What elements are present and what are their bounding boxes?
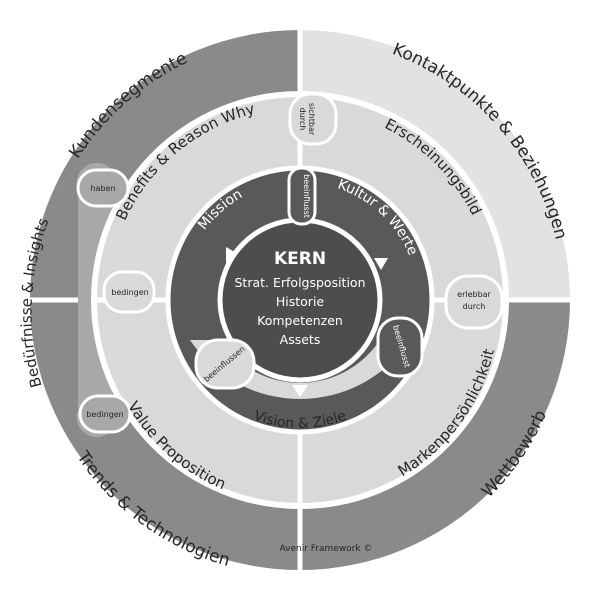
- connector-haben-label: haben: [90, 184, 115, 193]
- arrow-vision-to-core: [292, 385, 308, 397]
- core-line-2: Historie: [276, 294, 325, 309]
- core-line-1: Strat. Erfolgsposition: [235, 275, 366, 290]
- connector-erlebbar-durch: erlebbar durch: [444, 274, 504, 330]
- connector-beeinflusst-top-label: beeinflusst: [302, 174, 311, 218]
- connector-bedingen-outer-label: bedingen: [86, 410, 123, 419]
- core-line-3: Kompetenzen: [257, 313, 343, 328]
- connector-sichtbar-line-2: durch: [298, 108, 307, 131]
- connector-erlebbar-line-1: erlebbar: [457, 290, 491, 299]
- copyright: Avenir Framework ©: [280, 544, 373, 554]
- connector-erlebbar-line-2: durch: [463, 302, 486, 311]
- connector-sichtbar-line-1: sichtbar: [307, 103, 316, 136]
- connector-beeinflusst-right: beeinflusst: [376, 316, 424, 378]
- core: KERN Strat. Erfolgsposition Historie Kom…: [217, 217, 383, 383]
- core-title: KERN: [274, 249, 326, 269]
- connector-sichtbar-durch: sichtbar durch: [288, 92, 338, 146]
- connector-beeinflusst-top: beeinflusst: [287, 166, 317, 226]
- connector-haben: haben: [76, 168, 130, 208]
- core-line-4: Assets: [280, 332, 321, 347]
- connector-bedingen-outer: bedingen: [78, 394, 132, 434]
- connector-bedingen-middle: bedingen: [102, 270, 156, 314]
- arrow-kultur-to-core: [374, 258, 388, 270]
- connector-bedingen-middle-label: bedingen: [111, 288, 148, 297]
- connector-beeinflussen: beeinflussen: [194, 338, 256, 390]
